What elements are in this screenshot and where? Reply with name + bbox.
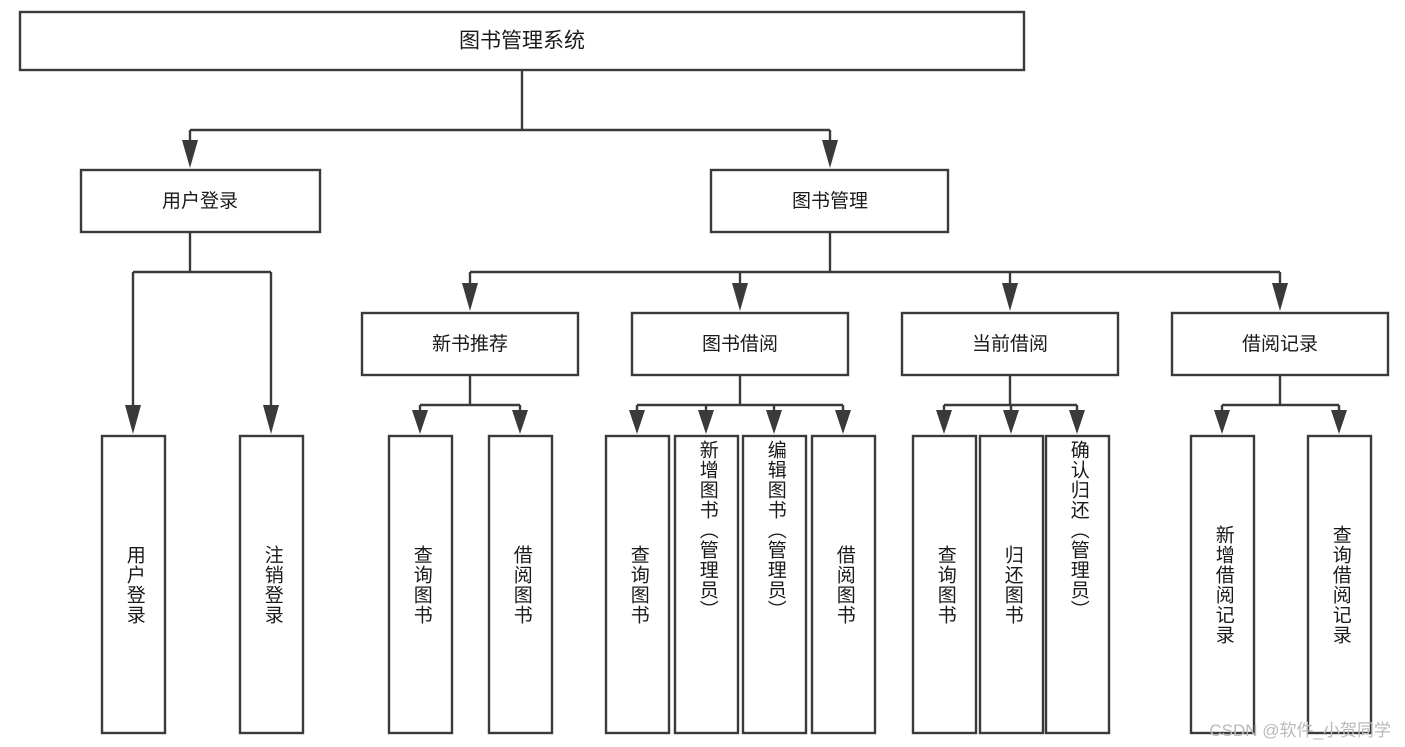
arrow-to-leaf-query-book-borrow — [629, 410, 645, 434]
arrow-to-new-book-rec — [462, 283, 478, 311]
leaf-add-record-box[interactable] — [1189, 434, 1256, 735]
arrow-to-book-manage — [822, 140, 838, 168]
book-manage-label: 图书管理 — [792, 190, 868, 212]
connectors-new-book-rec-to-leaves — [412, 375, 528, 434]
node-current-borrow[interactable]: 当前借阅 — [900, 311, 1120, 377]
leaf-edit-book-box[interactable] — [741, 434, 808, 735]
new-book-rec-box[interactable] — [360, 311, 580, 377]
arrow-to-leaf-query-book-rec — [412, 410, 428, 434]
leaf-borrow-book-box[interactable] — [810, 434, 877, 735]
leaf-logout-box[interactable] — [238, 434, 305, 735]
node-root[interactable]: 图书管理系统 — [18, 10, 1026, 72]
arrow-to-leaf-confirm-return — [1069, 410, 1085, 434]
borrow-record-label: 借阅记录 — [1242, 333, 1318, 355]
arrow-to-leaf-add-record — [1214, 410, 1230, 434]
book-manage-box[interactable] — [709, 168, 950, 234]
leaf-borrow-book-rec-box[interactable] — [487, 434, 554, 735]
leaf-user-login-box[interactable] — [100, 434, 167, 735]
leaf-query-book-cur-box[interactable] — [911, 434, 978, 735]
connectors-current-borrow-to-leaves — [936, 375, 1085, 434]
connectors-book-borrow-to-leaves — [629, 375, 851, 434]
arrow-to-leaf-borrow-book-rec — [512, 410, 528, 434]
connectors-root-to-level2 — [182, 70, 838, 168]
current-borrow-label: 当前借阅 — [972, 333, 1048, 355]
csdn-watermark: CSDN @软件_小贺同学 — [1209, 721, 1391, 740]
leaf-boxes — [100, 434, 1373, 735]
arrow-to-leaf-query-book-cur — [936, 410, 952, 434]
arrow-to-leaf-logout — [263, 405, 279, 434]
leaf-return-book-box[interactable] — [978, 434, 1045, 735]
leaf-query-book-borrow-box[interactable] — [604, 434, 671, 735]
leaf-add-book-box[interactable] — [673, 434, 740, 735]
arrow-to-current-borrow — [1002, 283, 1018, 311]
root-box[interactable] — [18, 10, 1026, 72]
connectors-user-login-to-leaves — [125, 232, 279, 434]
arrow-to-leaf-user-login — [125, 405, 141, 434]
user-login-box[interactable] — [79, 168, 322, 234]
leaf-confirm-return-box[interactable] — [1044, 434, 1111, 735]
node-book-borrow[interactable]: 图书借阅 — [630, 311, 850, 377]
book-borrow-label: 图书借阅 — [702, 333, 778, 355]
node-user-login[interactable]: 用户登录 — [79, 168, 322, 234]
arrow-to-leaf-query-record — [1331, 410, 1347, 434]
leaf-query-record-box[interactable] — [1306, 434, 1373, 735]
book-borrow-box[interactable] — [630, 311, 850, 377]
arrow-to-borrow-record — [1272, 283, 1288, 311]
current-borrow-box[interactable] — [900, 311, 1120, 377]
arrow-to-book-borrow — [732, 283, 748, 311]
arrow-to-leaf-add-book — [698, 410, 714, 434]
new-book-rec-label: 新书推荐 — [432, 333, 508, 355]
user-login-label: 用户登录 — [162, 190, 238, 212]
node-book-manage[interactable]: 图书管理 — [709, 168, 950, 234]
root-label: 图书管理系统 — [459, 30, 585, 53]
arrow-to-user-login — [182, 140, 198, 168]
borrow-record-box[interactable] — [1170, 311, 1390, 377]
arrow-to-leaf-return-book — [1003, 410, 1019, 434]
leaf-query-book-rec-box[interactable] — [387, 434, 454, 735]
arrow-to-leaf-edit-book — [766, 410, 782, 434]
arrow-to-leaf-borrow-book — [835, 410, 851, 434]
connectors-borrow-record-to-leaves — [1214, 375, 1347, 434]
node-new-book-rec[interactable]: 新书推荐 — [360, 311, 580, 377]
connectors-book-manage-to-level3 — [462, 232, 1288, 311]
node-borrow-record[interactable]: 借阅记录 — [1170, 311, 1390, 377]
